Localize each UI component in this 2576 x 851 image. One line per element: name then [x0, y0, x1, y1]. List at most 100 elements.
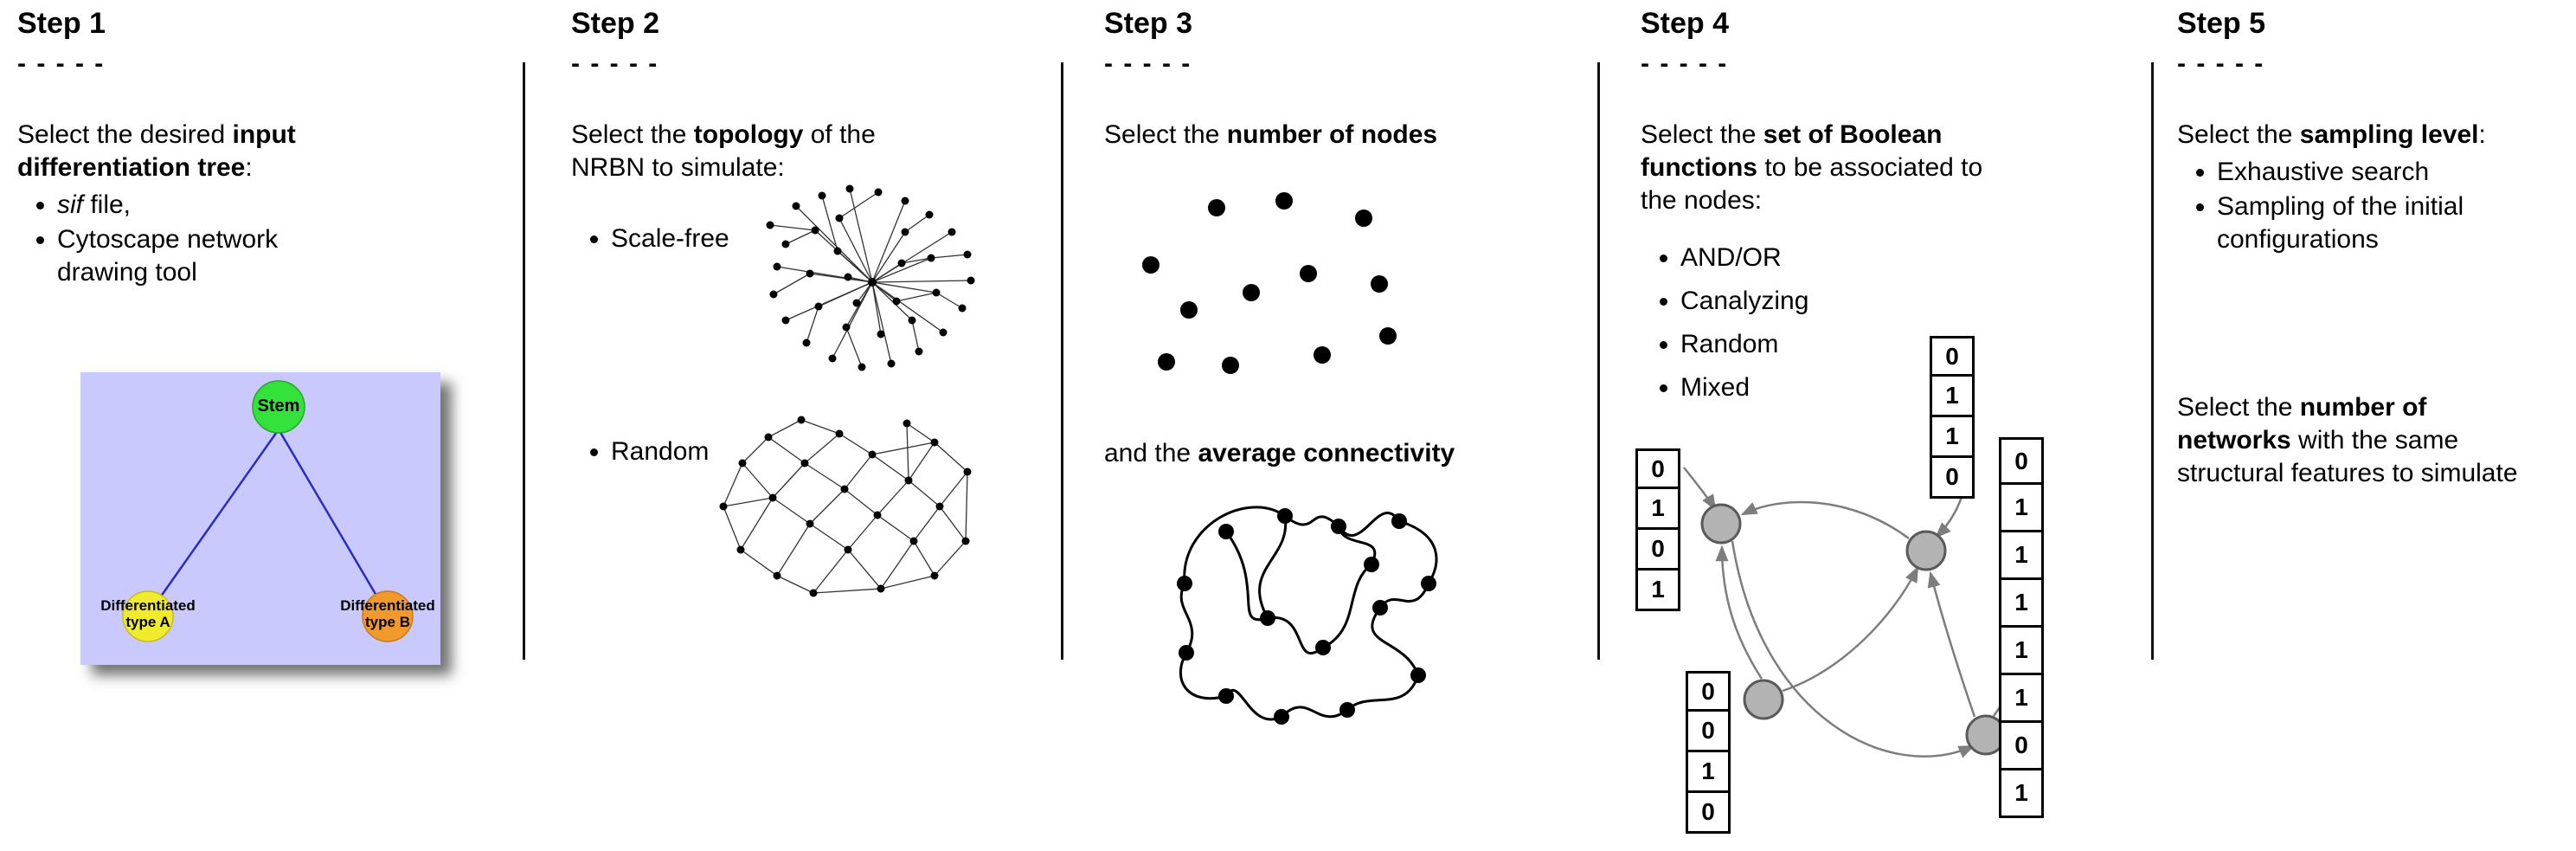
scattered-nodes-graphic: [1142, 192, 1397, 374]
truth-table-cell: 1: [1999, 628, 2044, 675]
step1-intro-bold: input differentiation tree: [17, 120, 296, 182]
step2-intro-pre: Select the: [571, 120, 694, 149]
type-a-node: [122, 590, 174, 642]
step2-intro: Select the topology of the NRBN to simul…: [571, 119, 943, 184]
step2-dashes: - - - - -: [571, 49, 659, 78]
step3-line2-pre: and the: [1104, 439, 1198, 467]
column-divider: [1597, 62, 1600, 660]
list-item: Random: [1680, 323, 2138, 366]
stem-node: [252, 380, 305, 434]
truth-table-cell: 1: [1999, 485, 2044, 532]
truth-table-cell: 1: [1930, 377, 1975, 417]
truth-table-cell: 1: [1999, 532, 2044, 580]
step5-intro-pre: Select the: [2177, 120, 2300, 149]
truth-table-cell: 0: [1635, 448, 1680, 489]
truth-table-cell: 0: [1686, 671, 1731, 712]
step5-second-bold: number of networks: [2177, 393, 2427, 455]
scale-free-network-graphic: [766, 184, 975, 371]
random-network-graphic: [719, 416, 972, 597]
step5-intro-bold: sampling level: [2299, 120, 2479, 149]
step4-intro-pre: Select the: [1641, 120, 1763, 149]
list-item: sif file,: [57, 188, 317, 222]
type-b-node: [362, 590, 414, 642]
truth-table-cell: 1: [1999, 580, 2044, 628]
truth-table-cell: 1: [1686, 752, 1731, 793]
differentiation-tree-image: Stem Differentiated type A Differentiate…: [80, 372, 440, 665]
step3-dashes: - - - - -: [1104, 49, 1192, 78]
step5-intro: Select the sampling level:: [2177, 119, 2571, 152]
truth-table-cell: 0: [1930, 336, 1975, 377]
list-item: Scale-free: [611, 222, 729, 256]
step4-intro-post: to be associated to the nodes:: [1641, 153, 1983, 215]
step2-column: Step 2 - - - - - Select the topology of …: [571, 0, 1047, 851]
list-item: Sampling of the initial configurations: [2217, 190, 2576, 257]
differentiation-tree-svg: [80, 372, 440, 665]
step1-column: Step 1 - - - - - Select the desired inpu…: [17, 0, 502, 851]
step3-line2: and the average connectivity: [1104, 437, 1455, 470]
step1-intro: Select the desired input differentiation…: [17, 119, 467, 184]
truth-table-cell: 0: [1999, 437, 2044, 485]
step1-intro-post: :: [245, 153, 253, 182]
list-item: Canalyzing: [1680, 280, 2138, 323]
truth-table-left: 0 1 0 1: [1635, 448, 1680, 611]
truth-table-cell: 1: [1930, 417, 1975, 458]
step1-bullet-list: sif file, Cytoscape network drawing tool: [17, 188, 317, 290]
step5-second-pre: Select the: [2177, 393, 2300, 422]
step2-bullet-random: Random: [571, 435, 709, 469]
step5-title: Step 5: [2177, 7, 2266, 40]
boolean-node: [1700, 503, 1742, 545]
step3-line1: Select the number of nodes: [1104, 119, 1589, 152]
step2-bullet-scale-free: Scale-free: [571, 222, 729, 256]
list-item: Exhaustive search: [2217, 155, 2576, 190]
step5-bullet-list: Exhaustive search Sampling of the initia…: [2177, 155, 2576, 257]
boolean-network-graphic: 0 1 1 0 0 1 0 1 0 0 1 0 0 1 1 1 1 1 0 1: [1630, 312, 2149, 850]
truth-table-cell: 1: [1635, 489, 1680, 530]
truth-table-right: 0 1 1 1 1 1 0 1: [1999, 437, 2044, 818]
tree-edge-right: [277, 429, 389, 616]
step1-title: Step 1: [17, 7, 106, 40]
step1-bullet1-italic: sif: [57, 190, 83, 219]
column-divider: [523, 62, 525, 660]
type-b-node-label: Differentiated type B: [340, 597, 435, 630]
boolean-node: [1905, 530, 1947, 571]
list-item: AND/OR: [1680, 236, 2138, 280]
step3-column: Step 3 - - - - - Select the number of no…: [1104, 0, 1589, 851]
step5-second-post: with the same structural features to sim…: [2177, 426, 2518, 487]
step1-dashes: - - - - -: [17, 49, 106, 78]
truth-table-cell: 0: [1686, 793, 1731, 834]
column-divider: [2151, 62, 2154, 660]
list-item: Random: [611, 435, 709, 469]
truth-table-cell: 0: [1999, 723, 2044, 770]
step4-column: Step 4 - - - - - Select the set of Boole…: [1641, 0, 2138, 851]
step5-column: Step 5 - - - - - Select the sampling lev…: [2177, 0, 2571, 851]
truth-table-cell: 0: [1686, 712, 1731, 752]
boolean-node: [1743, 679, 1784, 720]
truth-table-cell: 1: [1999, 770, 2044, 818]
step3-title: Step 3: [1104, 7, 1193, 40]
truth-table-cell: 0: [1930, 458, 1975, 499]
step2-intro-post: of the NRBN to simulate:: [571, 120, 876, 182]
step2-title: Step 2: [571, 7, 660, 40]
step4-title: Step 4: [1641, 7, 1730, 40]
step1-intro-pre: Select the desired: [17, 120, 233, 149]
step3-line1-pre: Select the: [1104, 120, 1227, 149]
truth-table-cell: 0: [1635, 530, 1680, 571]
step1-bullet1-rest: file,: [83, 190, 132, 219]
column-divider: [1061, 62, 1063, 660]
truth-table-top: 0 1 1 0: [1930, 336, 1975, 499]
step4-bullet-list: AND/OR Canalyzing Random Mixed: [1641, 236, 2138, 409]
step3-line1-bold: number of nodes: [1226, 120, 1438, 149]
connectivity-graph-graphic: [1177, 506, 1438, 725]
step5-second-paragraph: Select the number of networks with the s…: [2177, 391, 2541, 490]
stem-node-label: Stem: [257, 396, 300, 416]
step3-line2-bold: average connectivity: [1198, 439, 1455, 467]
step5-intro-post: :: [2478, 120, 2486, 149]
type-a-node-label: Differentiated type A: [100, 597, 196, 630]
step4-dashes: - - - - -: [1641, 49, 1729, 78]
step4-intro-bold: set of Boolean functions: [1641, 120, 1943, 182]
list-item: Mixed: [1680, 366, 2138, 409]
truth-table-cell: 1: [1635, 571, 1680, 611]
step2-intro-bold: topology: [693, 120, 804, 149]
truth-table-bottom-left: 0 0 1 0: [1686, 671, 1731, 834]
step4-intro: Select the set of Boolean functions to b…: [1641, 119, 2017, 217]
